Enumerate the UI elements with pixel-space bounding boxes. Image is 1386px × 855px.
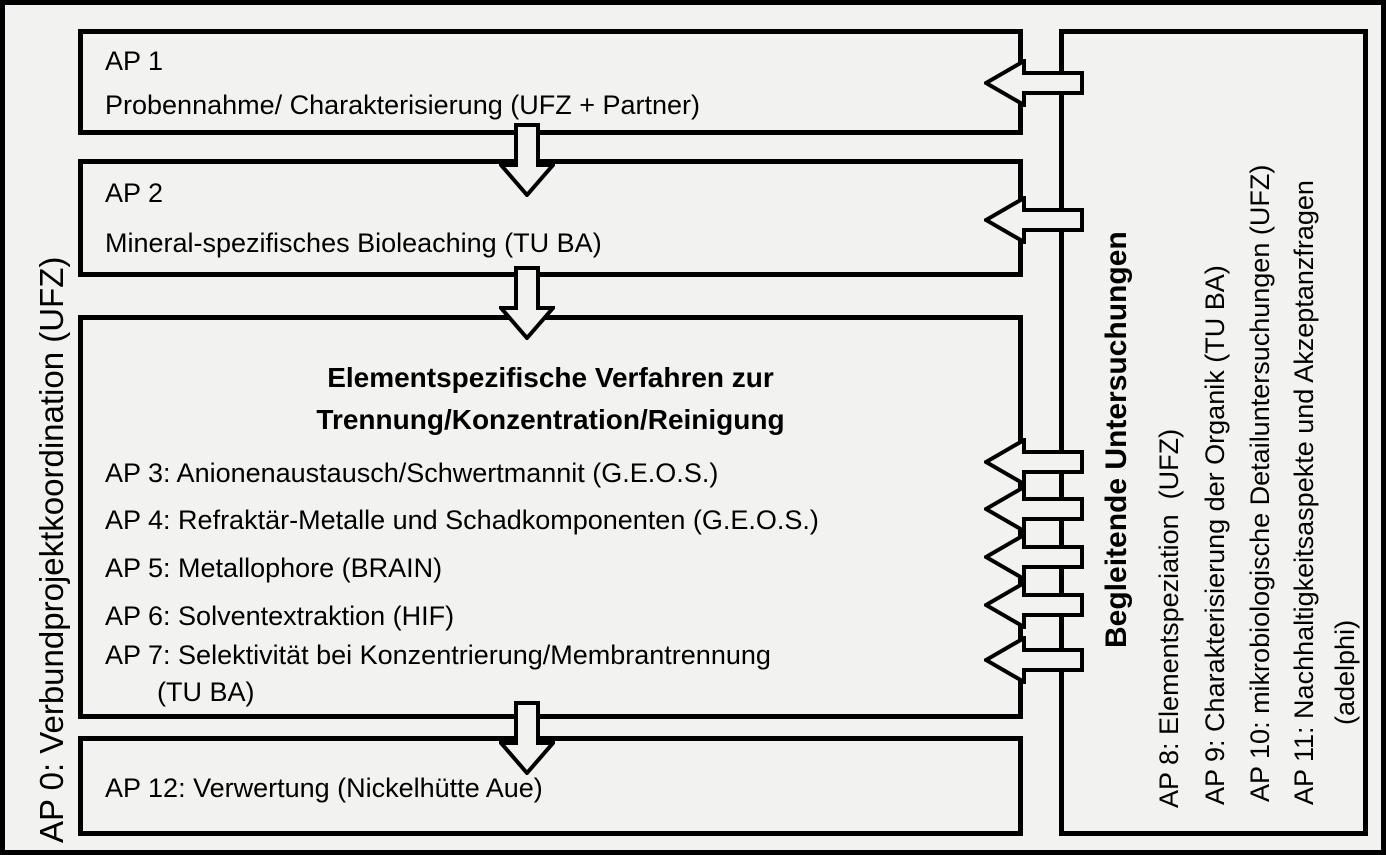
methods-item-ap4: AP 4: Refraktär-Metalle und Schadkompone… [105,505,819,535]
box-side-panel [1059,29,1368,836]
side-panel-item-ap11: AP 11: Nachhaltigkeitsaspekte und Akzept… [1289,180,1319,805]
side-panel-item-ap10: AP 10: mikrobiologische Detailuntersuchu… [1245,164,1275,802]
methods-heading-line2: Trennung/Konzentration/Reinigung [316,404,785,435]
methods-item-ap7: AP 7: Selektivität bei Konzentrierung/Me… [105,640,771,670]
ap2-title: AP 2 [105,178,164,208]
ap12-label: AP 12: Verwertung (Nickelhütte Aue) [105,773,543,803]
arrow-down-methods-to-ap12 [499,701,555,775]
side-panel-item-ap8: AP 8: Elementspeziation (UFZ) [1154,428,1184,808]
arrow-left-side-to-ap3 [984,438,1084,486]
methods-heading-line1: Elementspezifische Verfahren zur [327,362,774,393]
side-panel-title: Begleitende Untersuchungen [1100,231,1133,648]
ap2-description: Mineral-spezifisches Bioleaching (TU BA) [105,228,602,258]
methods-item-ap7-continued: (TU BA) [157,677,255,707]
ap1-description: Probennahme/ Charakterisierung (UFZ + Pa… [105,90,701,120]
arrow-left-side-to-ap6 [984,581,1084,629]
arrow-left-side-to-ap1 [984,59,1084,107]
arrow-left-side-to-ap7 [984,636,1084,684]
arrow-left-side-to-ap5 [984,533,1084,581]
methods-item-ap3: AP 3: Anionenaustausch/Schwertmannit (G.… [105,458,719,488]
arrow-left-side-to-ap2 [984,196,1084,244]
arrow-down-ap2-to-methods [499,266,555,340]
arrow-down-ap1-to-ap2 [499,123,555,197]
box-ap12 [78,736,1023,836]
ap1-title: AP 1 [105,46,164,76]
coordination-label: AP 0: Verbundprojektkoordination (UFZ) [33,256,70,843]
methods-item-ap6: AP 6: Solventextraktion (HIF) [105,601,455,631]
side-panel-item-ap9: AP 9: Charakterisierung der Organik (TU … [1200,265,1230,805]
side-panel-item-ap11-continued: (adelphi) [1330,619,1360,725]
methods-item-ap5: AP 5: Metallophore (BRAIN) [105,553,443,583]
arrow-left-side-to-ap4 [984,485,1084,533]
